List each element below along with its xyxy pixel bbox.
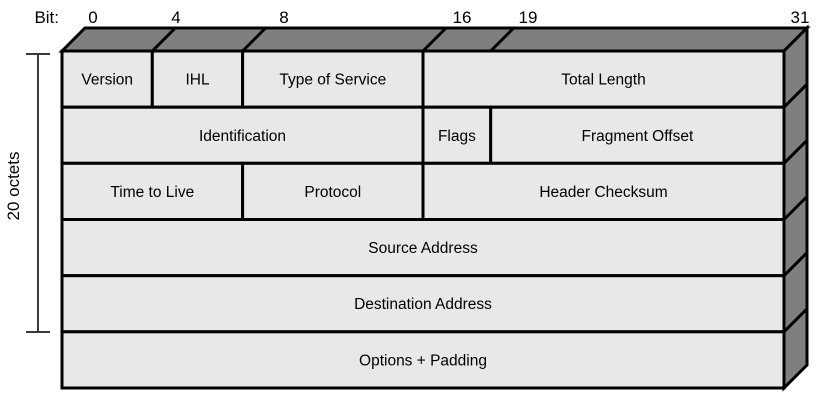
cell-version <box>60 49 154 109</box>
row-chevron-1 <box>782 83 809 109</box>
row-chevron-3 <box>782 195 809 221</box>
cell-header-checksum-label: Header Checksum <box>539 184 667 201</box>
cell-options-padding-label: Options + Padding <box>359 352 487 369</box>
cell-total-length-label: Total Length <box>561 72 645 89</box>
bit-tick-16: 16 <box>453 8 472 27</box>
bit-tick-8: 8 <box>279 8 288 27</box>
bit-tick-19: 19 <box>519 8 538 27</box>
bit-tick-0: 0 <box>88 8 97 27</box>
cell-protocol <box>241 161 425 222</box>
cell-destination-address-label: Destination Address <box>354 296 492 313</box>
row-chevron-5 <box>782 307 809 333</box>
bit-tick-31: 31 <box>791 8 810 27</box>
cell-identification-label: Identification <box>199 128 286 145</box>
row-chevron-2 <box>782 139 809 165</box>
bit-axis-label: Bit: <box>34 8 59 27</box>
cell-version-label: Version <box>81 72 133 89</box>
bit-tick-4: 4 <box>171 8 180 27</box>
row-chevron-4 <box>782 251 809 277</box>
cell-destination-address <box>60 274 786 334</box>
cell-ihl-label: IHL <box>185 72 210 89</box>
cell-fragment-offset-label: Fragment Offset <box>582 128 694 145</box>
cell-type-of-service <box>241 49 425 109</box>
cell-time-to-live <box>60 161 245 222</box>
octets-label: 20 octets <box>4 152 23 221</box>
cell-options-padding <box>60 330 786 390</box>
cell-flags-label: Flags <box>438 128 476 145</box>
cell-protocol-label: Protocol <box>304 184 361 201</box>
bit-diagonal-19 <box>489 26 515 53</box>
bit-diagonal-4 <box>151 26 177 53</box>
cell-identification <box>60 105 425 165</box>
cell-time-to-live-label: Time to Live <box>110 184 194 201</box>
cell-total-length <box>421 49 786 109</box>
bit-diagonal-8 <box>241 26 267 53</box>
cell-type-of-service-label: Type of Service <box>279 72 386 89</box>
cell-flags <box>421 105 493 165</box>
bit-diagonal-16 <box>421 26 448 53</box>
cell-source-address <box>60 218 786 278</box>
cell-source-address-label: Source Address <box>368 240 478 257</box>
